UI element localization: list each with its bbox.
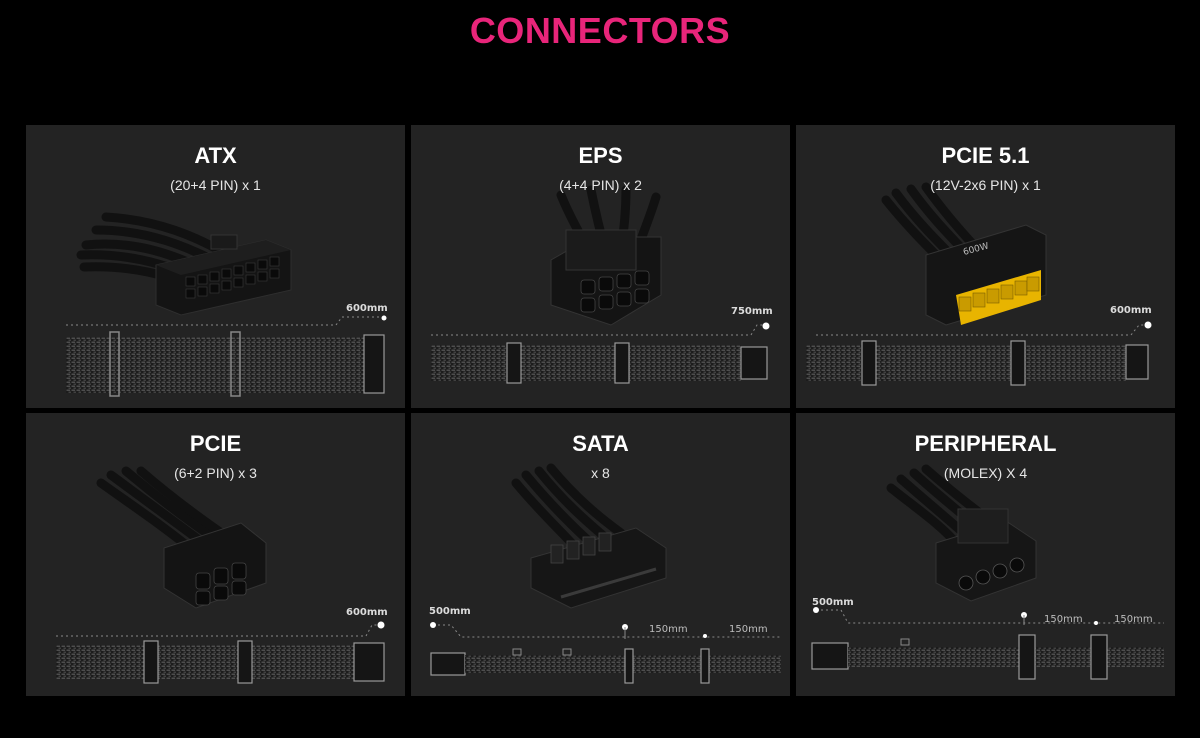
- card-subtitle: (6+2 PIN) x 3: [174, 465, 257, 481]
- atx-connector-icon: [66, 212, 387, 397]
- connector-card-pcie-5-1: 600W PCIE 5.1 (12V-2x6 PIN) x 1 600mm: [796, 125, 1175, 408]
- card-title: SATA: [572, 431, 629, 456]
- card-subtitle: (MOLEX) X 4: [943, 465, 1028, 481]
- connector-card-peripheral: PERIPHERAL (MOLEX) X 4 500mm 150mm 150mm: [796, 413, 1175, 696]
- cable-length-label: 150mm: [1114, 614, 1153, 625]
- page-title: CONNECTORS: [469, 10, 731, 51]
- cable-length-label: 600mm: [346, 607, 388, 618]
- connector-card-eps: EPS (4+4 PIN) x 2 750mm: [411, 125, 790, 408]
- cable-length-label: 750mm: [731, 306, 773, 317]
- connector-card-atx: ATX (20+4 PIN) x 1 600mm: [26, 125, 405, 408]
- card-subtitle: x 8: [591, 465, 610, 481]
- card-subtitle: (20+4 PIN) x 1: [170, 177, 261, 193]
- card-title: ATX: [194, 143, 237, 168]
- cable-length-label: 150mm: [1044, 614, 1083, 625]
- cable-length-label: 500mm: [812, 597, 854, 608]
- connector-card-sata: SATA x 8 500mm 150mm 150mm: [411, 413, 790, 696]
- card-subtitle: (4+4 PIN) x 2: [559, 177, 642, 193]
- card-title: PCIE 5.1: [941, 143, 1030, 168]
- cable-length-label: 150mm: [649, 624, 688, 635]
- eps-connector-icon: [431, 185, 770, 384]
- connector-card-pcie: PCIE (6+2 PIN) x 3 600mm: [26, 413, 405, 696]
- cable-length-label: 150mm: [729, 624, 768, 635]
- cable-length-label: 600mm: [1110, 305, 1152, 316]
- 12v-2x6-connector-icon: 600W: [806, 182, 1152, 386]
- card-title: PCIE: [189, 431, 242, 456]
- card-title: EPS: [578, 143, 623, 168]
- cable-length-label: 600mm: [346, 303, 388, 314]
- card-subtitle: (12V-2x6 PIN) x 1: [930, 177, 1041, 193]
- molex-connector-icon: [811, 464, 1164, 680]
- card-title: PERIPHERAL: [914, 431, 1057, 456]
- pcie-connector-icon: [56, 466, 385, 684]
- sata-connector-icon: [430, 463, 781, 684]
- cable-length-label: 500mm: [429, 606, 471, 617]
